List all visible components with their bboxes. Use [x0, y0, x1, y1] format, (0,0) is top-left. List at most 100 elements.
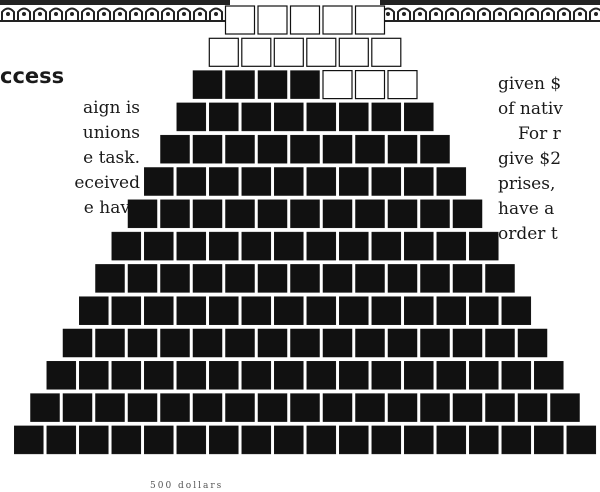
- brick-filled: [372, 232, 401, 260]
- brick-filled: [274, 168, 303, 196]
- brick-filled: [339, 168, 368, 196]
- brick-filled: [339, 232, 368, 260]
- brick-filled: [209, 297, 238, 325]
- brick-filled: [177, 361, 206, 389]
- brick-filled: [421, 135, 450, 163]
- brick-filled: [372, 426, 401, 454]
- brick-filled: [14, 426, 43, 454]
- brick-filled: [96, 329, 125, 357]
- brick-filled: [193, 394, 222, 422]
- brick-filled: [323, 394, 352, 422]
- brick-filled: [502, 297, 531, 325]
- brick-filled: [274, 426, 303, 454]
- brick-filled: [291, 394, 320, 422]
- brick-filled: [534, 426, 563, 454]
- brick-filled: [112, 361, 141, 389]
- brick-filled: [437, 168, 466, 196]
- brick-filled: [274, 297, 303, 325]
- brick-filled: [291, 264, 320, 292]
- brick-filled: [502, 426, 531, 454]
- brick-filled: [242, 361, 271, 389]
- brick-filled: [209, 232, 238, 260]
- brick-filled: [486, 394, 515, 422]
- brick-filled: [96, 264, 125, 292]
- brick-filled: [469, 232, 498, 260]
- brick-empty: [323, 6, 352, 34]
- brick-filled: [372, 361, 401, 389]
- brick-filled: [567, 426, 596, 454]
- brick-filled: [372, 168, 401, 196]
- brick-filled: [177, 297, 206, 325]
- brick-filled: [339, 103, 368, 131]
- brick-filled: [404, 168, 433, 196]
- brick-filled: [323, 200, 352, 228]
- brick-filled: [193, 329, 222, 357]
- brick-filled: [177, 426, 206, 454]
- brick-empty: [226, 6, 255, 34]
- brick-filled: [291, 329, 320, 357]
- brick-filled: [274, 103, 303, 131]
- brick-filled: [404, 426, 433, 454]
- brick-filled: [258, 264, 287, 292]
- brick-empty: [388, 71, 417, 99]
- brick-filled: [209, 426, 238, 454]
- brick-filled: [323, 329, 352, 357]
- brick-filled: [372, 297, 401, 325]
- brick-filled: [193, 200, 222, 228]
- brick-filled: [177, 232, 206, 260]
- brick-filled: [209, 168, 238, 196]
- brick-filled: [469, 297, 498, 325]
- brick-filled: [161, 329, 190, 357]
- brick-filled: [404, 103, 433, 131]
- brick-filled: [128, 200, 157, 228]
- brick-filled: [339, 297, 368, 325]
- brick-filled: [274, 232, 303, 260]
- brick-empty: [356, 6, 385, 34]
- brick-filled: [502, 361, 531, 389]
- brick-empty: [242, 38, 271, 66]
- brick-filled: [112, 426, 141, 454]
- brick-filled: [226, 329, 255, 357]
- brick-filled: [323, 135, 352, 163]
- brick-filled: [356, 394, 385, 422]
- brick-filled: [47, 426, 76, 454]
- brick-filled: [209, 103, 238, 131]
- brick-filled: [356, 200, 385, 228]
- brick-filled: [291, 135, 320, 163]
- brick-filled: [291, 71, 320, 99]
- brick-filled: [79, 426, 108, 454]
- brick-empty: [258, 6, 287, 34]
- brick-filled: [421, 394, 450, 422]
- brick-filled: [518, 394, 547, 422]
- brick-filled: [193, 264, 222, 292]
- brick-filled: [144, 168, 173, 196]
- brick-empty: [307, 38, 336, 66]
- brick-filled: [372, 103, 401, 131]
- brick-filled: [161, 394, 190, 422]
- brick-filled: [258, 71, 287, 99]
- brick-filled: [404, 232, 433, 260]
- brick-filled: [437, 232, 466, 260]
- brick-filled: [323, 264, 352, 292]
- brick-filled: [307, 232, 336, 260]
- brick-filled: [518, 329, 547, 357]
- brick-filled: [112, 297, 141, 325]
- brick-filled: [453, 394, 482, 422]
- brick-filled: [209, 361, 238, 389]
- brick-filled: [226, 71, 255, 99]
- brick-filled: [274, 361, 303, 389]
- brick-filled: [421, 329, 450, 357]
- brick-filled: [226, 135, 255, 163]
- brick-filled: [453, 264, 482, 292]
- brick-empty: [274, 38, 303, 66]
- brick-filled: [144, 361, 173, 389]
- brick-filled: [226, 264, 255, 292]
- brick-filled: [79, 297, 108, 325]
- brick-filled: [144, 232, 173, 260]
- brick-filled: [242, 297, 271, 325]
- brick-filled: [307, 168, 336, 196]
- brick-filled: [193, 71, 222, 99]
- brick-empty: [339, 38, 368, 66]
- brick-filled: [258, 200, 287, 228]
